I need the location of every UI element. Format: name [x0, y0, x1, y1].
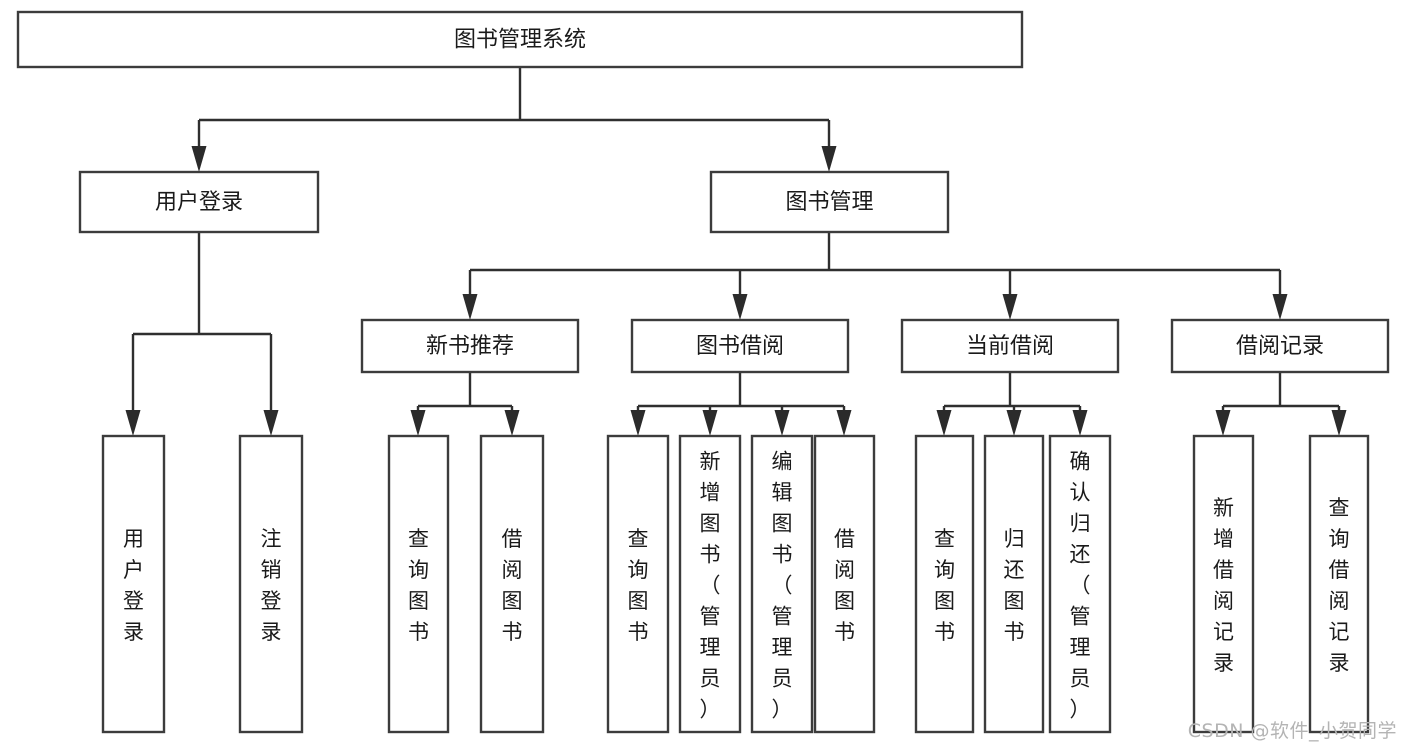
node-label: 查询图书 — [934, 527, 955, 644]
node-box[interactable] — [983, 434, 1045, 734]
arrow-head-icon — [702, 410, 718, 436]
arrow-head-icon — [1215, 410, 1231, 436]
node-box[interactable] — [1170, 318, 1390, 374]
node-label: 借阅记录 — [1236, 334, 1324, 359]
arrow-head-icon — [191, 146, 207, 172]
node-box[interactable] — [479, 434, 545, 734]
node-leaf-borrow-book-new[interactable]: 借阅图书 — [479, 434, 545, 734]
node-bookmgmt[interactable]: 图书管理 — [709, 170, 950, 234]
arrow-head-icon — [462, 294, 478, 320]
arrow-head-icon — [836, 410, 852, 436]
node-label: 编辑图书（管理员） — [772, 450, 793, 722]
node-box[interactable] — [1048, 434, 1112, 734]
node-box[interactable] — [78, 170, 320, 234]
node-leaf-query-record[interactable]: 查询借阅记录 — [1308, 434, 1370, 734]
node-label: 归还图书 — [1004, 527, 1025, 644]
arrow-head-icon — [1072, 410, 1088, 436]
node-box[interactable] — [387, 434, 450, 734]
node-box[interactable] — [630, 318, 850, 374]
node-root[interactable]: 图书管理系统 — [16, 10, 1024, 69]
node-label: 查询借阅记录 — [1329, 496, 1350, 675]
node-box[interactable] — [900, 318, 1120, 374]
node-leaf-return-book[interactable]: 归还图书 — [983, 434, 1045, 734]
connector-group-borrow-to-leaves — [630, 372, 852, 436]
node-leaf-query-book-new[interactable]: 查询图书 — [387, 434, 450, 734]
node-leaf-logout[interactable]: 注销登录 — [238, 434, 304, 734]
node-leaf-add-book[interactable]: 新增图书（管理员） — [678, 434, 742, 734]
node-leaf-query-book-cur[interactable]: 查询图书 — [914, 434, 975, 734]
arrow-head-icon — [732, 294, 748, 320]
node-box[interactable] — [678, 434, 742, 734]
node-records[interactable]: 借阅记录 — [1170, 318, 1390, 374]
node-leaf-edit-book[interactable]: 编辑图书（管理员） — [750, 434, 814, 734]
node-box[interactable] — [360, 318, 580, 374]
node-box[interactable] — [914, 434, 975, 734]
node-label: 借阅图书 — [502, 527, 523, 644]
node-label: 注销登录 — [261, 527, 282, 644]
arrow-head-icon — [936, 410, 952, 436]
node-box[interactable] — [1308, 434, 1370, 734]
node-box[interactable] — [16, 10, 1024, 69]
arrow-head-icon — [504, 410, 520, 436]
node-current[interactable]: 当前借阅 — [900, 318, 1120, 374]
node-newbook[interactable]: 新书推荐 — [360, 318, 580, 374]
node-label: 用户登录 — [123, 527, 144, 644]
node-label: 图书管理系统 — [454, 28, 586, 53]
node-leaf-user-login[interactable]: 用户登录 — [101, 434, 166, 734]
connector-layer — [125, 67, 1347, 436]
arrow-head-icon — [1331, 410, 1347, 436]
arrow-head-icon — [263, 410, 279, 436]
connector-group-login-to-leaves — [125, 232, 279, 436]
node-label: 确认归还（管理员） — [1070, 450, 1091, 722]
node-box[interactable] — [813, 434, 876, 734]
node-label: 新增借阅记录 — [1213, 496, 1234, 675]
node-box[interactable] — [709, 170, 950, 234]
node-label: 借阅图书 — [834, 527, 855, 644]
arrow-head-icon — [1272, 294, 1288, 320]
arrow-head-icon — [630, 410, 646, 436]
node-label: 用户登录 — [155, 190, 243, 215]
node-label: 新增图书（管理员） — [700, 450, 721, 722]
node-label: 新书推荐 — [426, 334, 514, 359]
node-box[interactable] — [750, 434, 814, 734]
node-box[interactable] — [1192, 434, 1255, 734]
node-login[interactable]: 用户登录 — [78, 170, 320, 234]
arrow-head-icon — [125, 410, 141, 436]
connector-group-newbook-to-leaves — [410, 372, 520, 436]
node-box[interactable] — [238, 434, 304, 734]
connector-group-records-to-leaves — [1215, 372, 1347, 436]
arrow-head-icon — [774, 410, 790, 436]
node-box[interactable] — [606, 434, 670, 734]
arrow-head-icon — [1002, 294, 1018, 320]
node-label: 查询图书 — [628, 527, 649, 644]
connector-group-bookmgmt-to-level3 — [462, 232, 1288, 320]
arrow-head-icon — [821, 146, 837, 172]
csdn-watermark: CSDN @软件_小贺同学 — [1187, 720, 1397, 742]
node-leaf-query-book[interactable]: 查询图书 — [606, 434, 670, 734]
connector-group-root-to-level2 — [191, 67, 837, 172]
node-label: 图书管理 — [785, 190, 873, 215]
node-layer: 图书管理系统用户登录图书管理新书推荐图书借阅当前借阅借阅记录用户登录注销登录查询… — [16, 10, 1390, 734]
node-label: 图书借阅 — [696, 334, 784, 359]
node-leaf-confirm-return[interactable]: 确认归还（管理员） — [1048, 434, 1112, 734]
node-borrow[interactable]: 图书借阅 — [630, 318, 850, 374]
node-leaf-borrow-book[interactable]: 借阅图书 — [813, 434, 876, 734]
arrow-head-icon — [1006, 410, 1022, 436]
node-box[interactable] — [101, 434, 166, 734]
node-label: 当前借阅 — [966, 334, 1054, 359]
node-label: 查询图书 — [408, 527, 429, 644]
node-leaf-add-record[interactable]: 新增借阅记录 — [1192, 434, 1255, 734]
arrow-head-icon — [410, 410, 426, 436]
connector-group-current-to-leaves — [936, 372, 1088, 436]
